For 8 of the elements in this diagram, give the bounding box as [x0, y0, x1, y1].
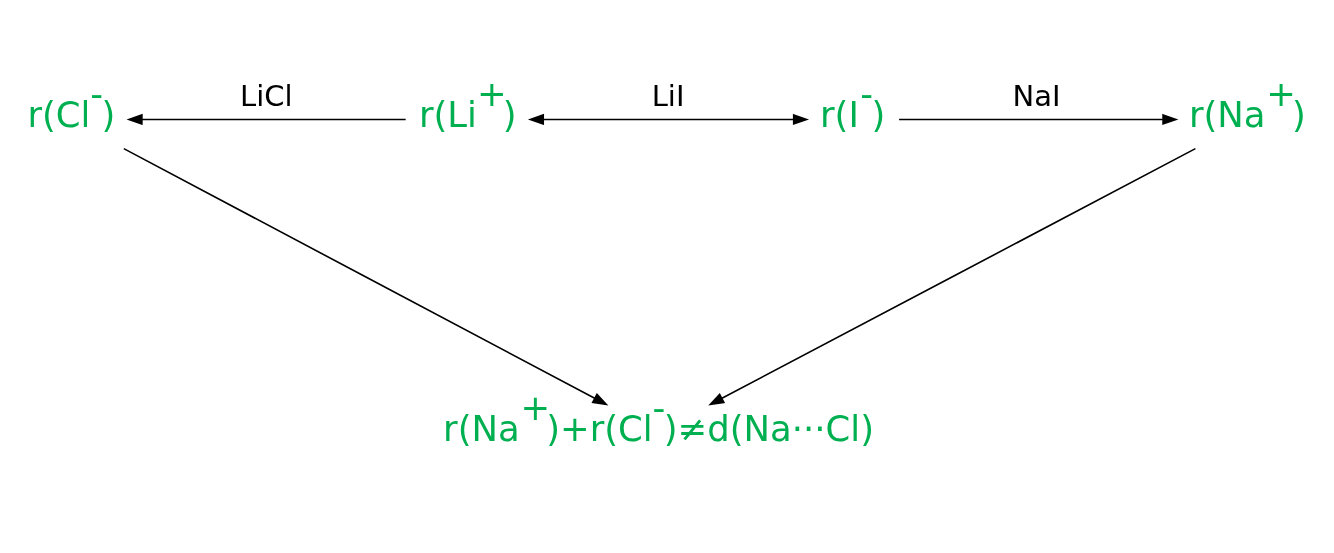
arrow — [123, 147, 609, 406]
edge-label: NaI — [1012, 78, 1061, 113]
edge-label: LiI — [651, 78, 685, 113]
arrow — [898, 113, 1179, 126]
arrow — [527, 113, 810, 126]
arrow — [708, 147, 1197, 406]
edge-label: LiCl — [240, 78, 293, 113]
arrow — [126, 113, 407, 126]
